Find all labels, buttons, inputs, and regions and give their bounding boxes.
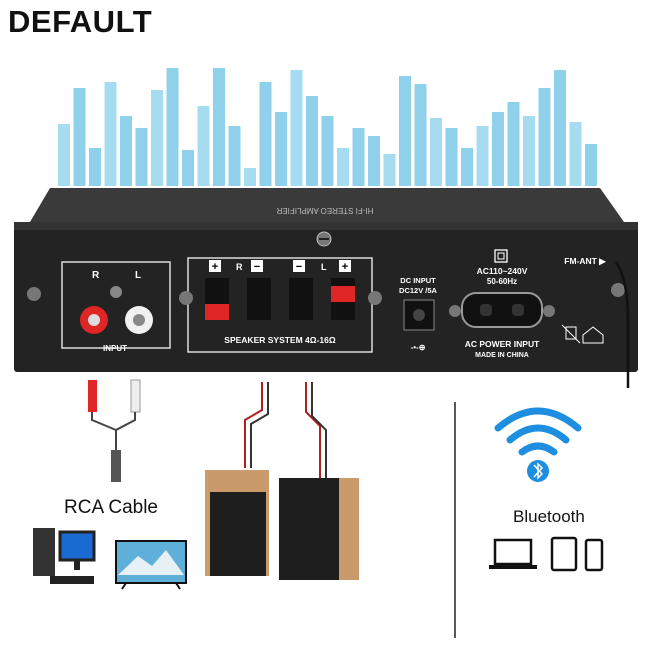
speaker-icon — [205, 470, 269, 576]
amplifier-top-face — [30, 188, 624, 222]
equalizer-bar — [244, 168, 256, 186]
equalizer-bar — [58, 124, 70, 186]
screw-icon — [543, 305, 555, 317]
equalizer-bar — [337, 148, 349, 186]
speaker-icon — [279, 478, 359, 580]
screw-icon — [611, 283, 625, 297]
ac-socket — [461, 292, 543, 328]
equalizer-bar — [383, 154, 396, 186]
amplifier-banner-text: HI-FI STEREO AMPLIFIER — [276, 206, 373, 215]
bluetooth-label: Bluetooth — [513, 507, 585, 526]
equalizer-bar — [321, 116, 334, 186]
equalizer-bar — [259, 82, 272, 186]
equalizer-bar — [414, 84, 427, 186]
screw-icon — [368, 291, 382, 305]
tablet-icon — [550, 536, 578, 572]
ac-frequency-label: 50-60Hz — [487, 277, 517, 286]
dc-input-label: DC INPUT — [400, 276, 436, 285]
speaker-r-label: R — [236, 262, 243, 272]
made-in-label: MADE IN CHINA — [475, 352, 529, 359]
speaker-terminal-border — [187, 257, 373, 353]
ac-rating-label: AC110~240V — [477, 266, 528, 276]
equalizer-bar — [507, 102, 520, 186]
screw-icon — [179, 291, 193, 305]
recycle-bin-icon — [561, 324, 581, 344]
dc-rating-label: DC12V /5A — [399, 286, 438, 295]
svg-text:-•-⊕: -•-⊕ — [411, 343, 426, 352]
equalizer-bar — [430, 118, 442, 186]
equalizer-bar — [213, 68, 225, 186]
svg-text:+: + — [212, 261, 218, 273]
equalizer-bar — [368, 136, 380, 186]
equalizer-bar — [290, 70, 303, 186]
equalizer-bar — [135, 128, 148, 186]
equalizer-bar — [120, 116, 132, 186]
speaker-l-label: L — [321, 262, 327, 272]
svg-text:−: − — [254, 261, 260, 273]
equalizer-bar — [73, 88, 86, 186]
antenna-wire — [614, 261, 630, 388]
equalizer-bar — [89, 148, 101, 186]
equalizer-bar — [182, 150, 194, 186]
corner-label: DEFAULT — [8, 4, 153, 39]
l-label: L — [135, 270, 141, 281]
desktop-pc-icon — [33, 528, 96, 584]
equalizer-bar — [476, 126, 489, 186]
equalizer-bar — [151, 90, 163, 186]
speaker-terminals: + − − + — [205, 260, 355, 320]
input-panel-border — [61, 261, 171, 349]
equalizer-bar — [492, 112, 504, 186]
equalizer-bar — [104, 82, 117, 186]
r-label: R — [92, 270, 100, 281]
tv-icon — [115, 540, 187, 590]
equalizer-bar — [461, 148, 473, 186]
bluetooth-icon — [527, 460, 549, 482]
equalizer-bar — [228, 126, 241, 186]
equalizer-bar — [166, 68, 179, 186]
equalizer-bar — [569, 122, 582, 186]
svg-text:+: + — [342, 261, 348, 273]
screw-icon — [449, 305, 461, 317]
equalizer-bar — [197, 106, 210, 186]
equalizer-bar — [306, 96, 318, 186]
screw-icon — [27, 287, 41, 301]
svg-text:−: − — [296, 261, 302, 273]
ac-symbol-icon — [494, 249, 508, 263]
equalizer-bars — [58, 68, 597, 186]
fm-ant-label: FM-ANT ▶ — [564, 256, 607, 266]
rca-cable-label: RCA Cable — [64, 497, 158, 518]
rca-cable — [88, 379, 141, 482]
home-use-icon — [582, 326, 604, 344]
wifi-icon — [494, 407, 582, 456]
equalizer-bar — [352, 128, 365, 186]
equalizer-bar — [554, 70, 566, 186]
phone-icon — [584, 538, 604, 572]
equalizer-bar — [585, 144, 597, 186]
ac-power-label: AC POWER INPUT — [465, 339, 540, 349]
equalizer-bar — [275, 112, 287, 186]
speaker-system-label: SPEAKER SYSTEM 4Ω-16Ω — [224, 335, 336, 345]
equalizer-bar — [399, 76, 411, 186]
laptop-icon — [489, 538, 537, 569]
equalizer-bar — [538, 88, 551, 186]
equalizer-bar — [445, 128, 458, 186]
equalizer-bar — [523, 116, 535, 186]
input-label: INPUT — [103, 344, 127, 353]
